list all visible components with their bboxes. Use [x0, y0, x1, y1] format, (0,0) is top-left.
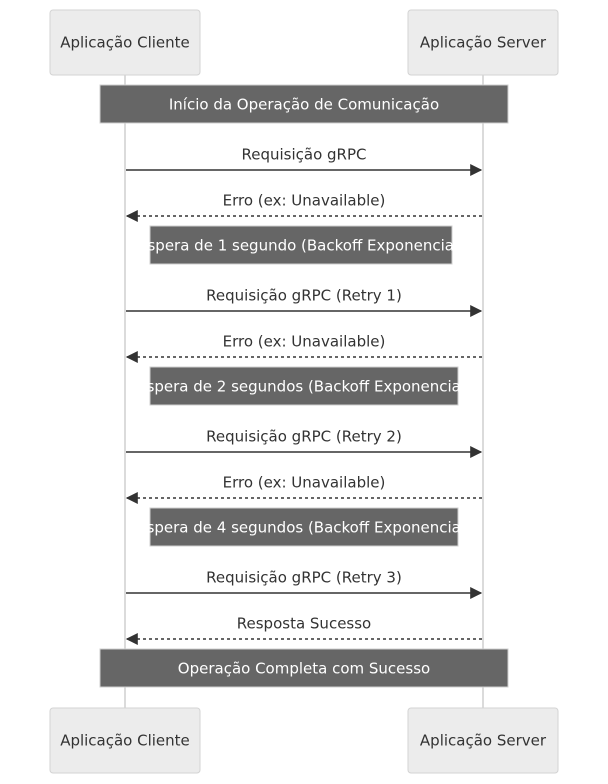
message-retry-1-label: Requisição gRPC (Retry 1) — [206, 287, 402, 305]
message-error-2: Erro (ex: Unavailable) — [125, 333, 482, 363]
note-end-label: Operação Completa com Sucesso — [178, 660, 430, 678]
message-retry-2: Requisição gRPC (Retry 2) — [126, 428, 483, 458]
message-error-2-label: Erro (ex: Unavailable) — [223, 333, 386, 351]
note-wait-4: Espera de 4 segundos (Backoff Exponencia… — [137, 507, 471, 547]
actor-client-bottom: Aplicação Cliente — [49, 707, 201, 774]
message-request-label: Requisição gRPC — [241, 146, 366, 164]
note-wait-1: Espera de 1 segundo (Backoff Exponencial… — [138, 225, 464, 265]
actor-client-top: Aplicação Cliente — [49, 9, 201, 76]
message-error-1-label: Erro (ex: Unavailable) — [223, 192, 386, 210]
note-wait-2: Espera de 2 segundos (Backoff Exponencia… — [137, 366, 471, 406]
message-success: Resposta Sucesso — [125, 615, 482, 645]
message-error-3-label: Erro (ex: Unavailable) — [223, 474, 386, 492]
actor-server-top: Aplicação Server — [407, 9, 559, 76]
message-error-3: Erro (ex: Unavailable) — [125, 474, 482, 504]
actor-client-bottom-label: Aplicação Cliente — [60, 732, 190, 750]
message-request: Requisição gRPC — [126, 146, 483, 176]
actor-server-bottom: Aplicação Server — [407, 707, 559, 774]
message-retry-1: Requisição gRPC (Retry 1) — [126, 287, 483, 317]
message-retry-2-label: Requisição gRPC (Retry 2) — [206, 428, 402, 446]
actor-server-bottom-label: Aplicação Server — [420, 732, 547, 750]
message-success-label: Resposta Sucesso — [237, 615, 371, 633]
note-start-label: Início da Operação de Comunicação — [169, 96, 439, 114]
actor-client-top-label: Aplicação Cliente — [60, 34, 190, 52]
note-wait-4-label: Espera de 4 segundos (Backoff Exponencia… — [137, 519, 471, 537]
note-end: Operação Completa com Sucesso — [99, 648, 509, 688]
message-error-1: Erro (ex: Unavailable) — [125, 192, 482, 222]
message-retry-3: Requisição gRPC (Retry 3) — [126, 569, 483, 599]
note-wait-2-label: Espera de 2 segundos (Backoff Exponencia… — [137, 378, 471, 396]
actor-server-top-label: Aplicação Server — [420, 34, 547, 52]
note-start: Início da Operação de Comunicação — [99, 84, 509, 124]
message-retry-3-label: Requisição gRPC (Retry 3) — [206, 569, 402, 587]
note-wait-1-label: Espera de 1 segundo (Backoff Exponencial… — [138, 237, 464, 255]
